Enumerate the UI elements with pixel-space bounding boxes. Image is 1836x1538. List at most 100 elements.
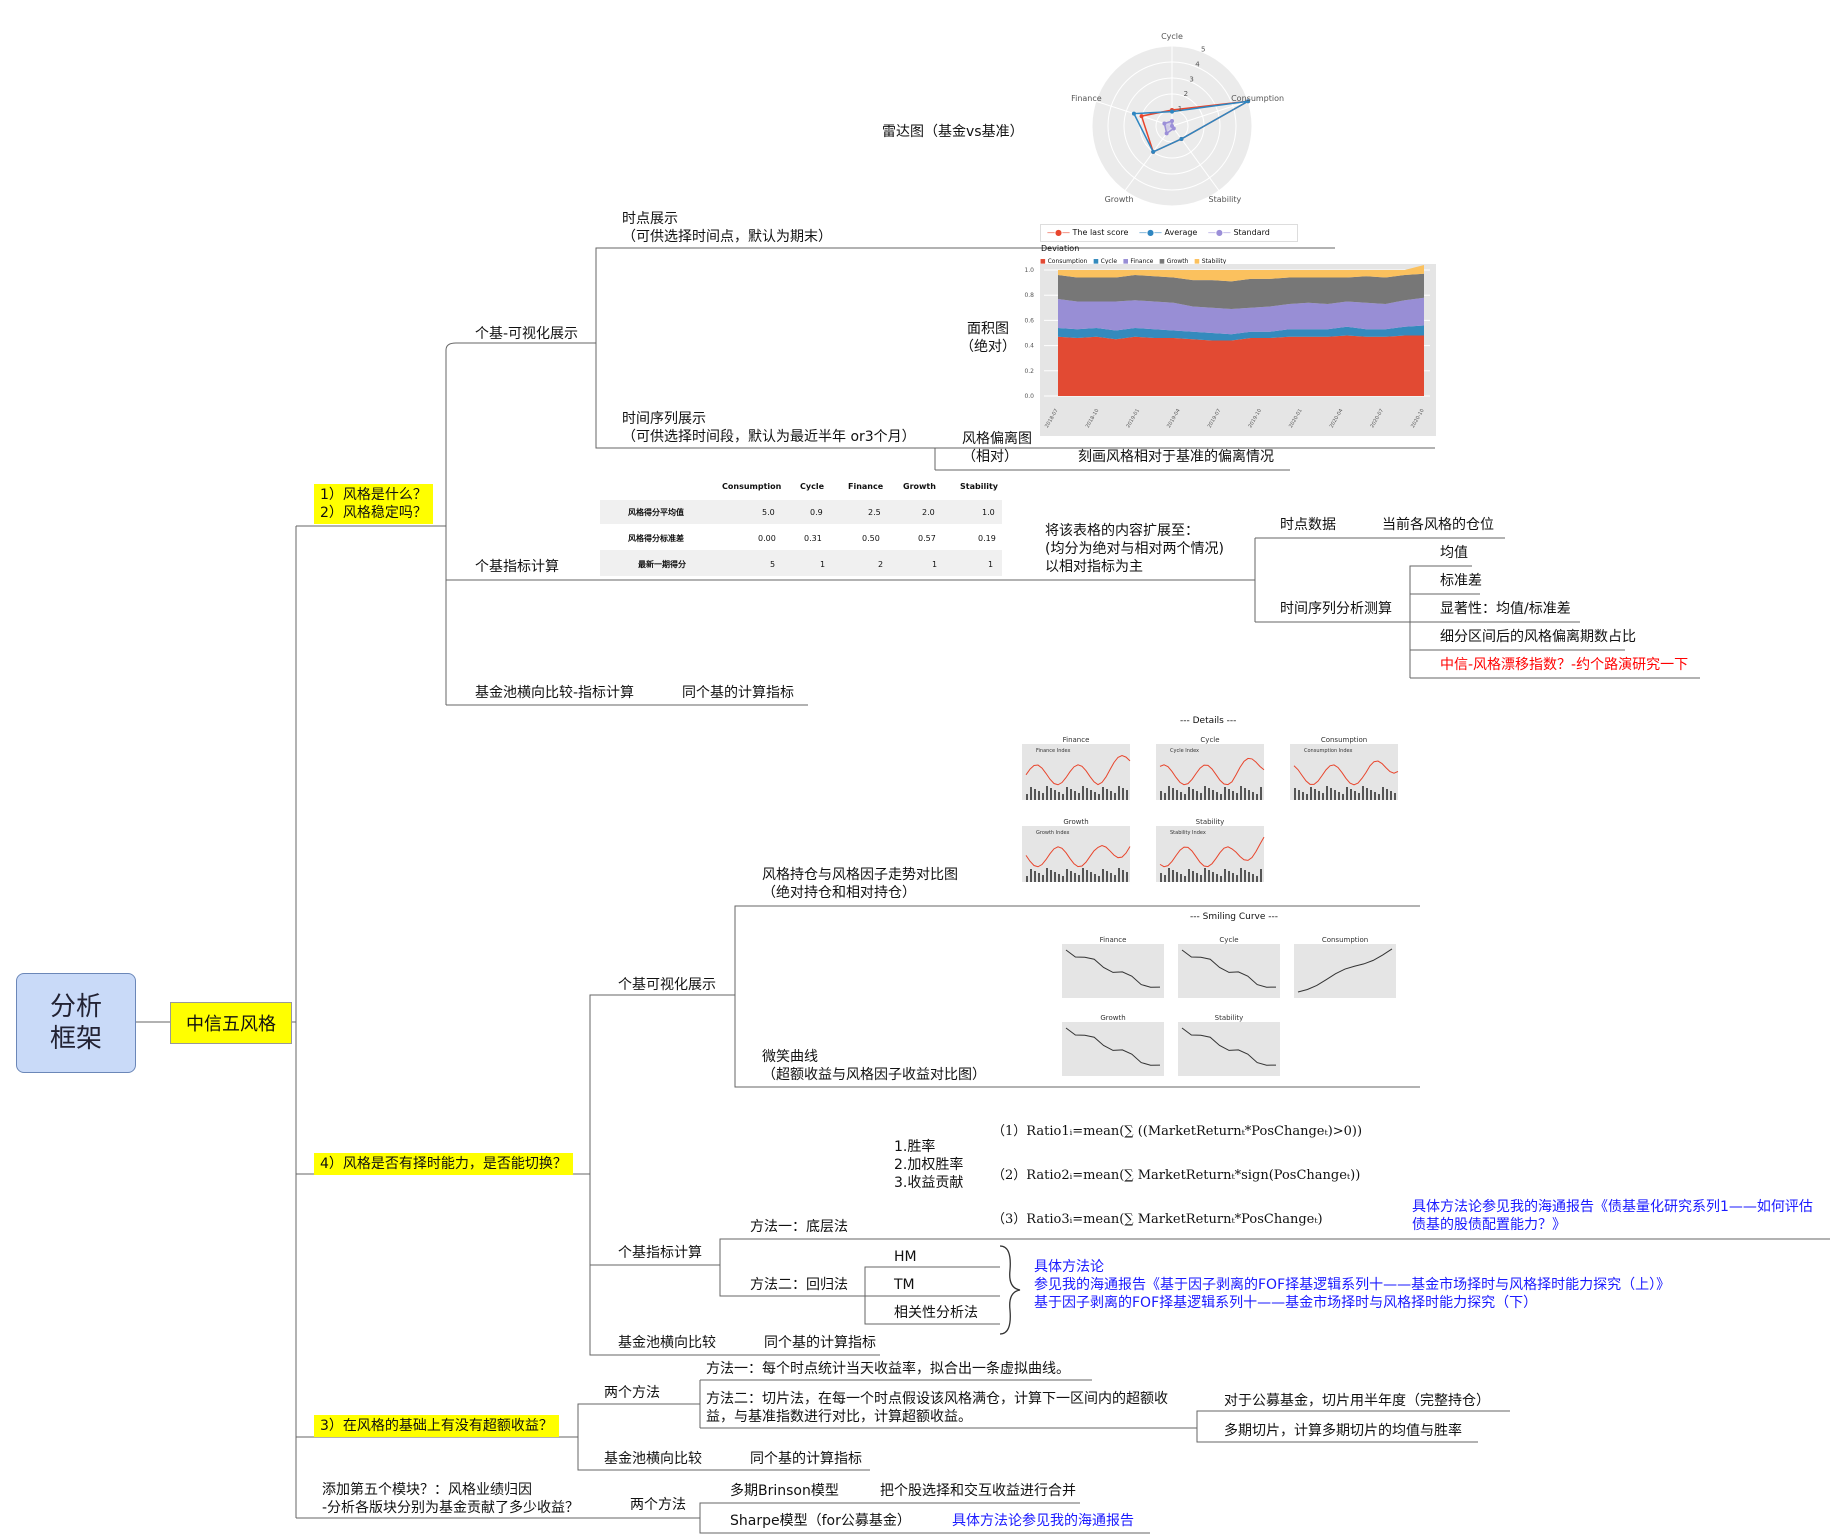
m2-node[interactable]: 方法二：回归法: [750, 1277, 848, 1293]
ts-analysis-node[interactable]: 时间序列分析测算: [1280, 601, 1392, 617]
details-bar: [1204, 786, 1206, 800]
details-bar: [1322, 793, 1324, 800]
s1-calc-node[interactable]: 个基指标计算: [475, 559, 559, 575]
m1-reference[interactable]: 具体方法论参见我的海通报告《债基量化研究系列1——如何评估 债基的股债配置能力？…: [1412, 1199, 1813, 1233]
s1-expand-node[interactable]: 将该表格的内容扩展至： (均分为绝对与相对两个情况) 以相对指标为主: [1045, 523, 1224, 575]
s1-point-node[interactable]: 时点展示 （可供选择时间点，默认为期末）: [622, 211, 832, 245]
s3-pool-node[interactable]: 基金池横向比较: [604, 1451, 702, 1467]
details-bar: [1168, 868, 1170, 882]
details-bar: [1030, 787, 1032, 800]
details-bar: [1232, 791, 1234, 800]
m2-reference[interactable]: 具体方法论 参见我的海通报告《基于因子剥离的FOF择基逻辑系列十——基金市场择时…: [1034, 1259, 1671, 1311]
ts-item-period-ratio[interactable]: 细分区间后的风格偏离期数占比: [1440, 629, 1636, 645]
details-bar: [1386, 789, 1388, 800]
details-bar: [1038, 873, 1040, 882]
table-cell: 2.5: [868, 508, 881, 517]
table-cell: 1: [988, 560, 994, 569]
details-panel-title: Stability: [1196, 818, 1225, 826]
dev-title[interactable]: 风格偏离图 （相对）: [962, 431, 1032, 465]
ts-item-std[interactable]: 标准差: [1440, 573, 1482, 589]
radar-axis-label: Cycle: [1161, 32, 1183, 41]
q5-node[interactable]: 添加第五个模块？：风格业绩归因 -分析各版块分别为基金贡献了多少收益？: [322, 1482, 580, 1516]
area-legend-mark-finance: ■: [1122, 258, 1129, 265]
table-cell: 2: [878, 560, 884, 569]
s5-brinson[interactable]: 多期Brinson模型: [730, 1483, 839, 1499]
area-legend-consumption: Consumption: [1047, 258, 1088, 265]
details-bar: [1038, 791, 1040, 800]
ts-item-significance[interactable]: 显著性：均值/标准差: [1440, 601, 1571, 617]
details-panel-title: Cycle: [1200, 736, 1219, 744]
s1-series-node[interactable]: 时间序列展示 （可供选择时间段，默认为最近半年 or3个月）: [622, 411, 916, 445]
radar-tick-label: 1: [1178, 105, 1182, 113]
s5-sharpe[interactable]: Sharpe模型（for公募基金）: [730, 1513, 911, 1529]
s1-pool-node[interactable]: 基金池横向比较-指标计算: [475, 685, 635, 701]
details-bar: [1326, 786, 1328, 800]
s4-calc-node[interactable]: 个基指标计算: [618, 1245, 702, 1261]
s4-vis-node[interactable]: 个基可视化展示: [618, 977, 716, 993]
details-bar: [1248, 790, 1250, 800]
details-bar: [1240, 786, 1242, 800]
root-node[interactable]: 分析 框架: [16, 973, 136, 1073]
s3-method2[interactable]: 方法二：切片法，在每一个时点假设该风格满仓，计算下一区间内的超额收 益，与基准指…: [706, 1391, 1168, 1425]
s4-smile-node[interactable]: 微笑曲线 （超额收益与风格因子收益对比图）: [762, 1049, 986, 1083]
s3-pool-desc: 同个基的计算指标: [750, 1451, 862, 1467]
details-bar: [1208, 788, 1210, 800]
details-bar: [1184, 876, 1186, 882]
details-bar: [1354, 791, 1356, 800]
q1-node[interactable]: 1）风格是什么？ 2）风格稳定吗？: [314, 484, 433, 524]
q3-node[interactable]: 3）在风格的基础上有没有超额收益？: [314, 1415, 559, 1437]
details-bar: [1260, 869, 1262, 882]
zhongxin-five-styles-node[interactable]: 中信五风格: [170, 1002, 292, 1044]
q4-node[interactable]: 4）风格是否有择时能力，是否能切换？: [314, 1153, 573, 1175]
details-panel-legend: Growth Index: [1036, 830, 1069, 836]
m1-node[interactable]: 方法一：底层法: [750, 1219, 848, 1235]
table-row-label: 风格得分平均值: [628, 508, 684, 517]
area-band-consumption: [1058, 335, 1424, 396]
s1-vis-node[interactable]: 个基-可视化展示: [475, 326, 579, 342]
ts-item-drift-index[interactable]: 中信-风格漂移指数？-约个路演研究一下: [1440, 657, 1689, 673]
details-bar: [1054, 790, 1056, 800]
s5-sharpe-desc[interactable]: 具体方法论参见我的海通报告: [952, 1513, 1134, 1529]
ts-item-mean[interactable]: 均值: [1440, 545, 1468, 561]
smile-title: --- Smiling Curve ---: [1190, 912, 1279, 922]
details-bar: [1302, 792, 1304, 800]
area-band-finance: [1058, 297, 1424, 335]
smile-panel-bg: [1178, 944, 1280, 998]
details-bar: [1102, 869, 1104, 882]
m2-tm[interactable]: TM: [894, 1277, 915, 1293]
formula-ratio3: （3）Ratio3ᵢ=mean(∑ MarketReturnₜ*PosChang…: [992, 1212, 1323, 1227]
s3-method2-item2[interactable]: 多期切片，计算多期切片的均值与胜率: [1224, 1423, 1462, 1439]
table-row-bg-1: [600, 500, 1002, 524]
s5-two-methods[interactable]: 两个方法: [630, 1497, 686, 1513]
table-cell: 1: [932, 560, 938, 569]
s4-pool-node[interactable]: 基金池横向比较: [618, 1335, 716, 1351]
table-header-stability: Stability: [960, 482, 998, 491]
m2-correlation[interactable]: 相关性分析法: [894, 1305, 978, 1321]
s3-two-methods[interactable]: 两个方法: [604, 1385, 660, 1401]
details-bar: [1358, 793, 1360, 800]
s3-method2-item1[interactable]: 对于公募基金，切片用半年度（完整持仓）: [1224, 1393, 1490, 1409]
area-ytick: 0.0: [1024, 393, 1034, 400]
details-bar: [1252, 874, 1254, 882]
table-cell: 1: [820, 560, 826, 569]
table-header-cycle: Cycle: [800, 482, 824, 491]
details-bar: [1090, 790, 1092, 800]
details-bar: [1050, 870, 1052, 882]
table-cell: 2.0: [922, 508, 935, 517]
area-title: 面积图 （绝对）: [960, 321, 1016, 355]
details-bar: [1042, 875, 1044, 882]
details-bar: [1118, 786, 1120, 800]
s5-brinson-desc: 把个股选择和交互收益进行合并: [880, 1483, 1076, 1499]
s3-method1[interactable]: 方法一：每个时点统计当天收益率，拟合出一条虚拟曲线。: [706, 1361, 1070, 1377]
details-bar: [1026, 794, 1028, 800]
details-bar: [1362, 786, 1364, 800]
area-legend-cycle: Cycle: [1100, 258, 1118, 265]
s4-compare-node[interactable]: 风格持仓与风格因子走势对比图 （绝对持仓和相对持仓）: [762, 867, 958, 901]
m2-hm[interactable]: HM: [894, 1249, 917, 1265]
point-data-node[interactable]: 时点数据: [1280, 517, 1336, 533]
details-bar: [1172, 870, 1174, 882]
details-bar: [1086, 788, 1088, 800]
details-panel-title: Growth: [1063, 818, 1088, 826]
radar-average-point: [1131, 111, 1136, 116]
formula-ratio1: （1）Ratio1ᵢ=mean(∑ ((MarketReturnₜ*PosCha…: [992, 1124, 1363, 1139]
